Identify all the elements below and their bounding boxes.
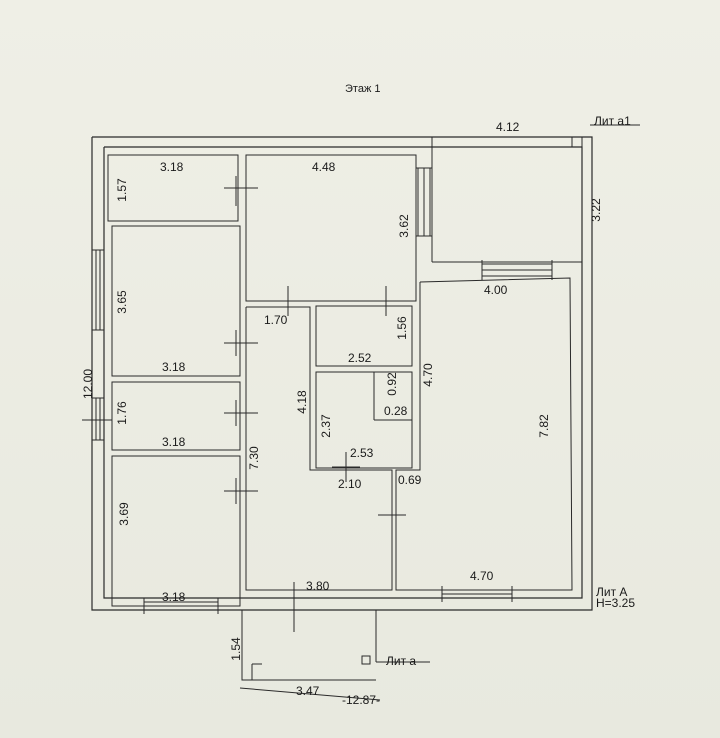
label-lit-a: Лит а [386, 654, 416, 668]
dim-central-width: 3.80 [306, 579, 330, 593]
door-marks [224, 176, 406, 632]
dim-r5-width: 3.18 [162, 590, 186, 604]
dim-small-width: 0.28 [384, 404, 408, 418]
dim-r3-width: 3.18 [162, 360, 186, 374]
dim-porch-height: 1.54 [229, 637, 243, 661]
window-annex-side-icon [416, 167, 432, 237]
dim-overall-width: -12.87- [342, 693, 380, 707]
dim-bath1-width: 2.52 [348, 351, 372, 365]
bathroom-1 [315, 305, 413, 367]
dim-porch-width: 3.47 [296, 684, 320, 698]
dim-top-a1-width: 4.12 [496, 120, 520, 134]
dim-hall-height: 4.18 [295, 390, 309, 414]
dim-r4-width: 3.18 [162, 435, 186, 449]
dim-bath1-height: 1.56 [395, 316, 409, 340]
room-2 [245, 154, 417, 302]
porch [241, 610, 430, 681]
dim-hall-width: 1.70 [264, 313, 288, 327]
dim-r5-height: 3.69 [117, 502, 131, 526]
central-hall [245, 306, 393, 591]
dim-r2-width: 4.48 [312, 160, 336, 174]
dim-bath2-height: 2.37 [319, 414, 333, 438]
room-3 [111, 225, 241, 377]
floor-title: Этаж 1 [345, 83, 380, 95]
dim-big-width-top: 4.00 [484, 283, 508, 297]
dim-corridor-width: 2.10 [338, 477, 362, 491]
dim-r1-height: 1.57 [115, 178, 129, 202]
dim-r4-height: 1.76 [115, 401, 129, 425]
label-height: H=3.25 [596, 596, 635, 610]
big-room [395, 277, 573, 591]
label-lit-A: Лит А [596, 585, 627, 599]
dim-a1-height: 3.22 [589, 198, 603, 222]
room-4 [111, 381, 241, 451]
dim-small-height: 0.92 [385, 372, 399, 396]
dim-r2-height: 3.62 [397, 214, 411, 238]
dim-big-width-bottom: 4.70 [470, 569, 494, 583]
window-annex-bottom-icon [481, 260, 553, 280]
windows [92, 167, 553, 614]
dim-overall-height: 12.00 [81, 369, 95, 399]
window-left-upper-icon [92, 249, 104, 331]
dim-bath2-width: 2.53 [350, 446, 374, 460]
dim-r3-height: 3.65 [115, 290, 129, 314]
dim-corr-height: 4.70 [421, 363, 435, 387]
overall-width-line [239, 687, 381, 701]
window-bottom-left-icon [143, 598, 219, 614]
dim-central-height: 7.30 [247, 446, 261, 470]
window-left-lower-icon [92, 397, 104, 441]
dim-corridor-gap: 0.69 [398, 473, 422, 487]
window-bottom-right-icon [441, 586, 513, 602]
dim-r1-width: 3.18 [160, 160, 184, 174]
room-5 [111, 455, 241, 607]
dim-big-height: 7.82 [537, 414, 551, 438]
label-lit-a1: Лит а1 [594, 114, 631, 128]
